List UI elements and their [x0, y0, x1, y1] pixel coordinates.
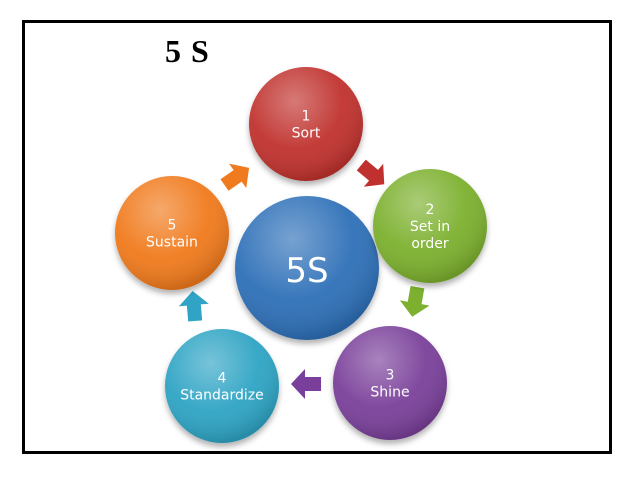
step-number-5: 5 [168, 218, 177, 234]
step-label-1: Sort [292, 126, 321, 142]
step-number-1: 1 [302, 109, 311, 125]
step-number-3: 3 [386, 368, 395, 384]
step-number-4: 4 [218, 371, 227, 387]
flow-arrow-2 [399, 285, 430, 317]
step-label-3: Shine [370, 385, 409, 401]
step-label-4: Standardize [180, 388, 264, 404]
flow-arrow-3 [291, 369, 321, 399]
flow-arrow-4 [178, 291, 209, 322]
flow-arrow-1 [356, 159, 385, 187]
step-label-2: order [411, 236, 449, 252]
flow-arrow-5 [220, 163, 250, 191]
arrows-group [178, 159, 430, 399]
center-label: 5S [285, 251, 328, 291]
step-number-2: 2 [426, 202, 435, 218]
page-title: 5 S [165, 33, 210, 69]
step-label-5: Sustain [146, 235, 198, 251]
step-label-2: Set in [410, 219, 450, 235]
center-node: 5S [235, 196, 379, 340]
